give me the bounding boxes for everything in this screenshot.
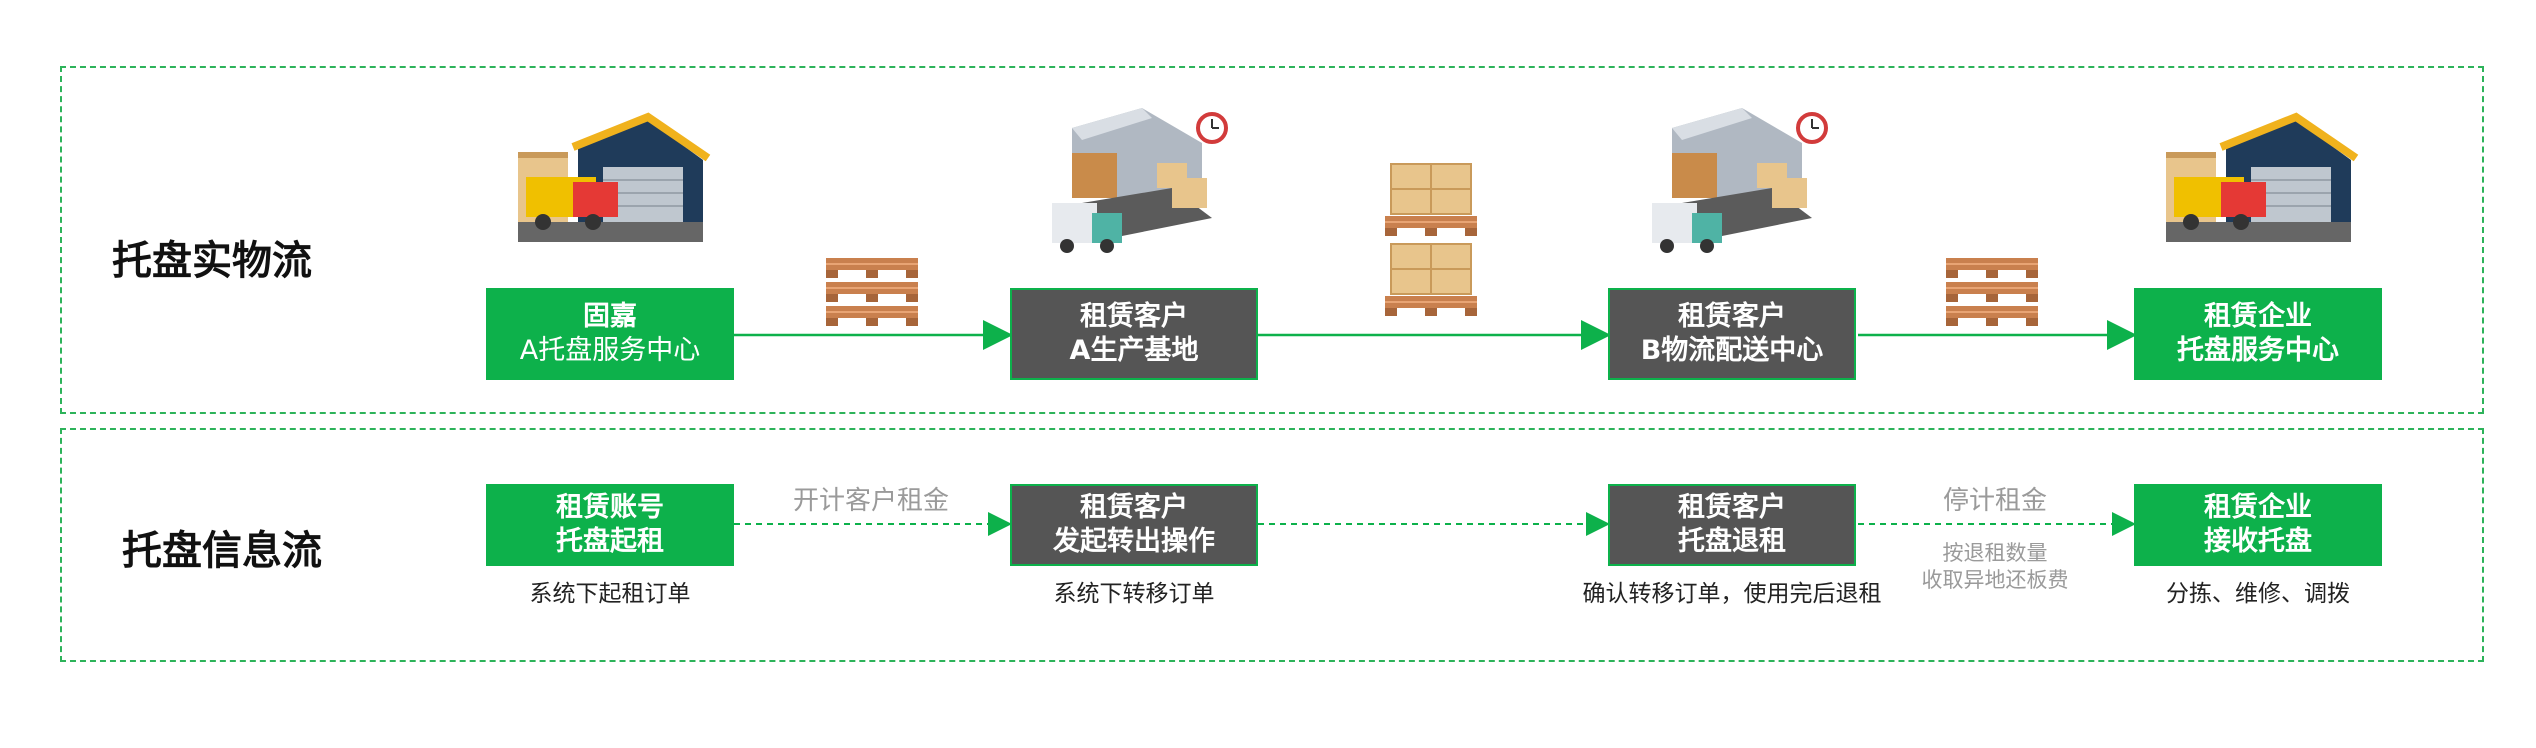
info-edge-3-label: 停计租金 <box>1942 486 2047 516</box>
info-node-2-caption: 系统下转移订单 <box>1053 581 1215 607</box>
node-line-1: 固嘉 <box>583 301 637 333</box>
node-line-2: 托盘退租 <box>1678 526 1786 557</box>
node-line-2: 托盘起租 <box>556 526 664 557</box>
warehouse-truck-icon <box>518 117 708 242</box>
note-line-1: 按退租数量 <box>1942 541 2048 565</box>
node-line-1: 租赁企业 <box>2204 301 2312 333</box>
info-flow-title: 托盘信息流 <box>122 528 322 574</box>
info-node-1-caption: 系统下起租订单 <box>529 581 691 607</box>
info-edge-1-label: 开计客户租金 <box>792 486 949 516</box>
info-node-4: 租赁企业 接收托盘 <box>2134 484 2382 566</box>
factory-truck-icon <box>1650 106 1828 255</box>
note-line-2: 收取异地还板费 <box>1921 568 2069 593</box>
node-line-2: 发起转出操作 <box>1053 526 1215 557</box>
physical-node-4: 租赁企业 托盘服务中心 <box>2134 288 2382 380</box>
info-node-3: 租赁客户 托盘退租 <box>1608 484 1856 566</box>
node-line-1: 租赁客户 <box>1080 492 1188 524</box>
info-node-4-caption: 分拣、维修、调拨 <box>2166 581 2350 607</box>
node-line-1: 租赁账号 <box>556 492 664 524</box>
node-line-2: A托盘服务中心 <box>519 335 701 366</box>
physical-node-1: 固嘉 A托盘服务中心 <box>486 288 734 380</box>
physical-flow-panel <box>60 66 2484 414</box>
info-node-3-caption: 确认转移订单，使用完后退租 <box>1582 581 1882 607</box>
info-node-1: 租赁账号 托盘起租 <box>486 484 734 566</box>
physical-node-3: 租赁客户 B物流配送中心 <box>1608 288 1856 380</box>
node-line-1: 租赁客户 <box>1080 301 1188 333</box>
node-line-2: A生产基地 <box>1069 335 1199 366</box>
info-node-2: 租赁客户 发起转出操作 <box>1010 484 1258 566</box>
info-edge-3-note: 按退租数量 收取异地还板费 <box>1858 540 2132 595</box>
warehouse-truck-icon <box>2166 117 2356 242</box>
box-pallet-icon <box>1384 163 1478 317</box>
node-line-2: B物流配送中心 <box>1640 335 1824 366</box>
pallet-stack-icon <box>825 257 919 327</box>
physical-flow-title: 托盘实物流 <box>112 238 312 284</box>
node-line-2: 接收托盘 <box>2204 526 2312 557</box>
node-line-1: 租赁企业 <box>2204 492 2312 524</box>
node-line-1: 租赁客户 <box>1678 301 1786 333</box>
node-line-2: 托盘服务中心 <box>2177 335 2339 366</box>
pallet-stack-icon <box>1945 257 2039 327</box>
node-line-1: 租赁客户 <box>1678 492 1786 524</box>
physical-node-2: 租赁客户 A生产基地 <box>1010 288 1258 380</box>
info-flow-panel <box>60 428 2484 662</box>
factory-truck-icon <box>1050 106 1228 255</box>
